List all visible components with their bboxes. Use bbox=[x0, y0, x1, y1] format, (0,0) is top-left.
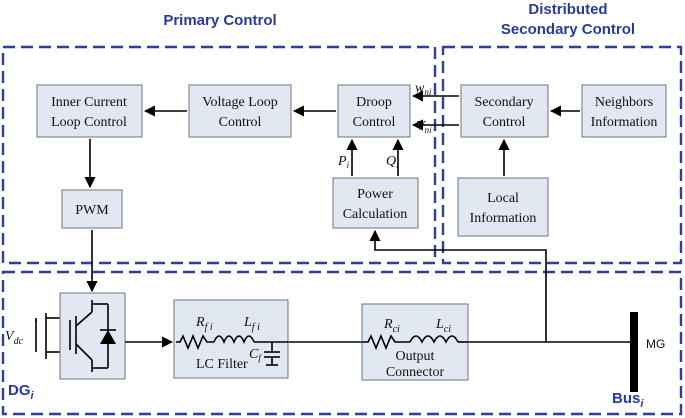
primary-control-region bbox=[1, 45, 437, 265]
bus-bar bbox=[630, 312, 638, 392]
vdc-label: Vdc bbox=[5, 329, 24, 347]
power-calc-label-2: Calculation bbox=[343, 207, 408, 222]
droop-label-2: Control bbox=[353, 115, 396, 130]
local-info-label-2: Information bbox=[470, 211, 537, 226]
voltage-loop-label-2: Control bbox=[219, 115, 262, 130]
bus-label: Busi bbox=[612, 390, 644, 410]
neighbors-information-block: Neighbors Information bbox=[581, 84, 667, 138]
inner-current-loop-block: Inner Current Loop Control bbox=[36, 84, 143, 138]
rci-label: Rci bbox=[383, 317, 400, 335]
voltage-loop-label-1: Voltage Loop bbox=[202, 95, 278, 110]
output-connector-label-2: Connector bbox=[386, 365, 445, 380]
distributed-header-line1: Distributed bbox=[528, 1, 607, 18]
dg-label: DGi bbox=[8, 382, 35, 402]
lc-filter-label: LC Filter bbox=[196, 357, 248, 372]
vni-label: Vni bbox=[416, 119, 432, 135]
secondary-label-1: Secondary bbox=[474, 95, 533, 110]
pwm-label: PWM bbox=[75, 203, 109, 218]
neighbors-label-2: Information bbox=[591, 115, 658, 130]
voltage-loop-block: Voltage Loop Control bbox=[188, 84, 292, 138]
inner-current-label-1: Inner Current bbox=[51, 95, 127, 110]
pwm-block: PWM bbox=[61, 189, 123, 229]
droop-label-1: Droop bbox=[356, 95, 392, 110]
primary-control-header: Primary Control bbox=[163, 12, 276, 29]
local-information-block: Local Information bbox=[457, 177, 549, 237]
secondary-control-region bbox=[441, 45, 683, 265]
qi-label: Qi bbox=[386, 154, 399, 170]
dc-source-symbol bbox=[35, 313, 60, 359]
power-calc-label-1: Power bbox=[357, 187, 393, 202]
neighbors-label-1: Neighbors bbox=[595, 95, 653, 110]
distributed-header-line2: Secondary Control bbox=[501, 21, 635, 38]
mg-label: MG bbox=[646, 337, 665, 351]
wni-label: wni bbox=[415, 81, 432, 97]
droop-control-block: Droop Control bbox=[337, 84, 411, 138]
inner-current-label-2: Loop Control bbox=[51, 115, 127, 130]
measurement-feedback-arrow bbox=[369, 229, 547, 342]
lc-filter-block: LC Filter bbox=[173, 299, 289, 379]
secondary-label-2: Control bbox=[483, 115, 526, 130]
inverter-block bbox=[59, 292, 126, 380]
lci-label: Lci bbox=[435, 317, 451, 335]
output-connector-label-1: Output bbox=[396, 349, 435, 364]
output-connector-block: Output Connector bbox=[361, 303, 469, 381]
cf-label: Cf bbox=[249, 347, 262, 363]
power-calculation-block: Power Calculation bbox=[332, 177, 419, 229]
local-info-label-1: Local bbox=[487, 191, 519, 206]
secondary-control-block: Secondary Control bbox=[460, 84, 549, 138]
lfi-label: Lf i bbox=[243, 315, 260, 333]
power-stage-region bbox=[1, 270, 683, 416]
pi-label: Pi bbox=[337, 154, 350, 170]
rfi-label: Rf i bbox=[195, 315, 213, 333]
